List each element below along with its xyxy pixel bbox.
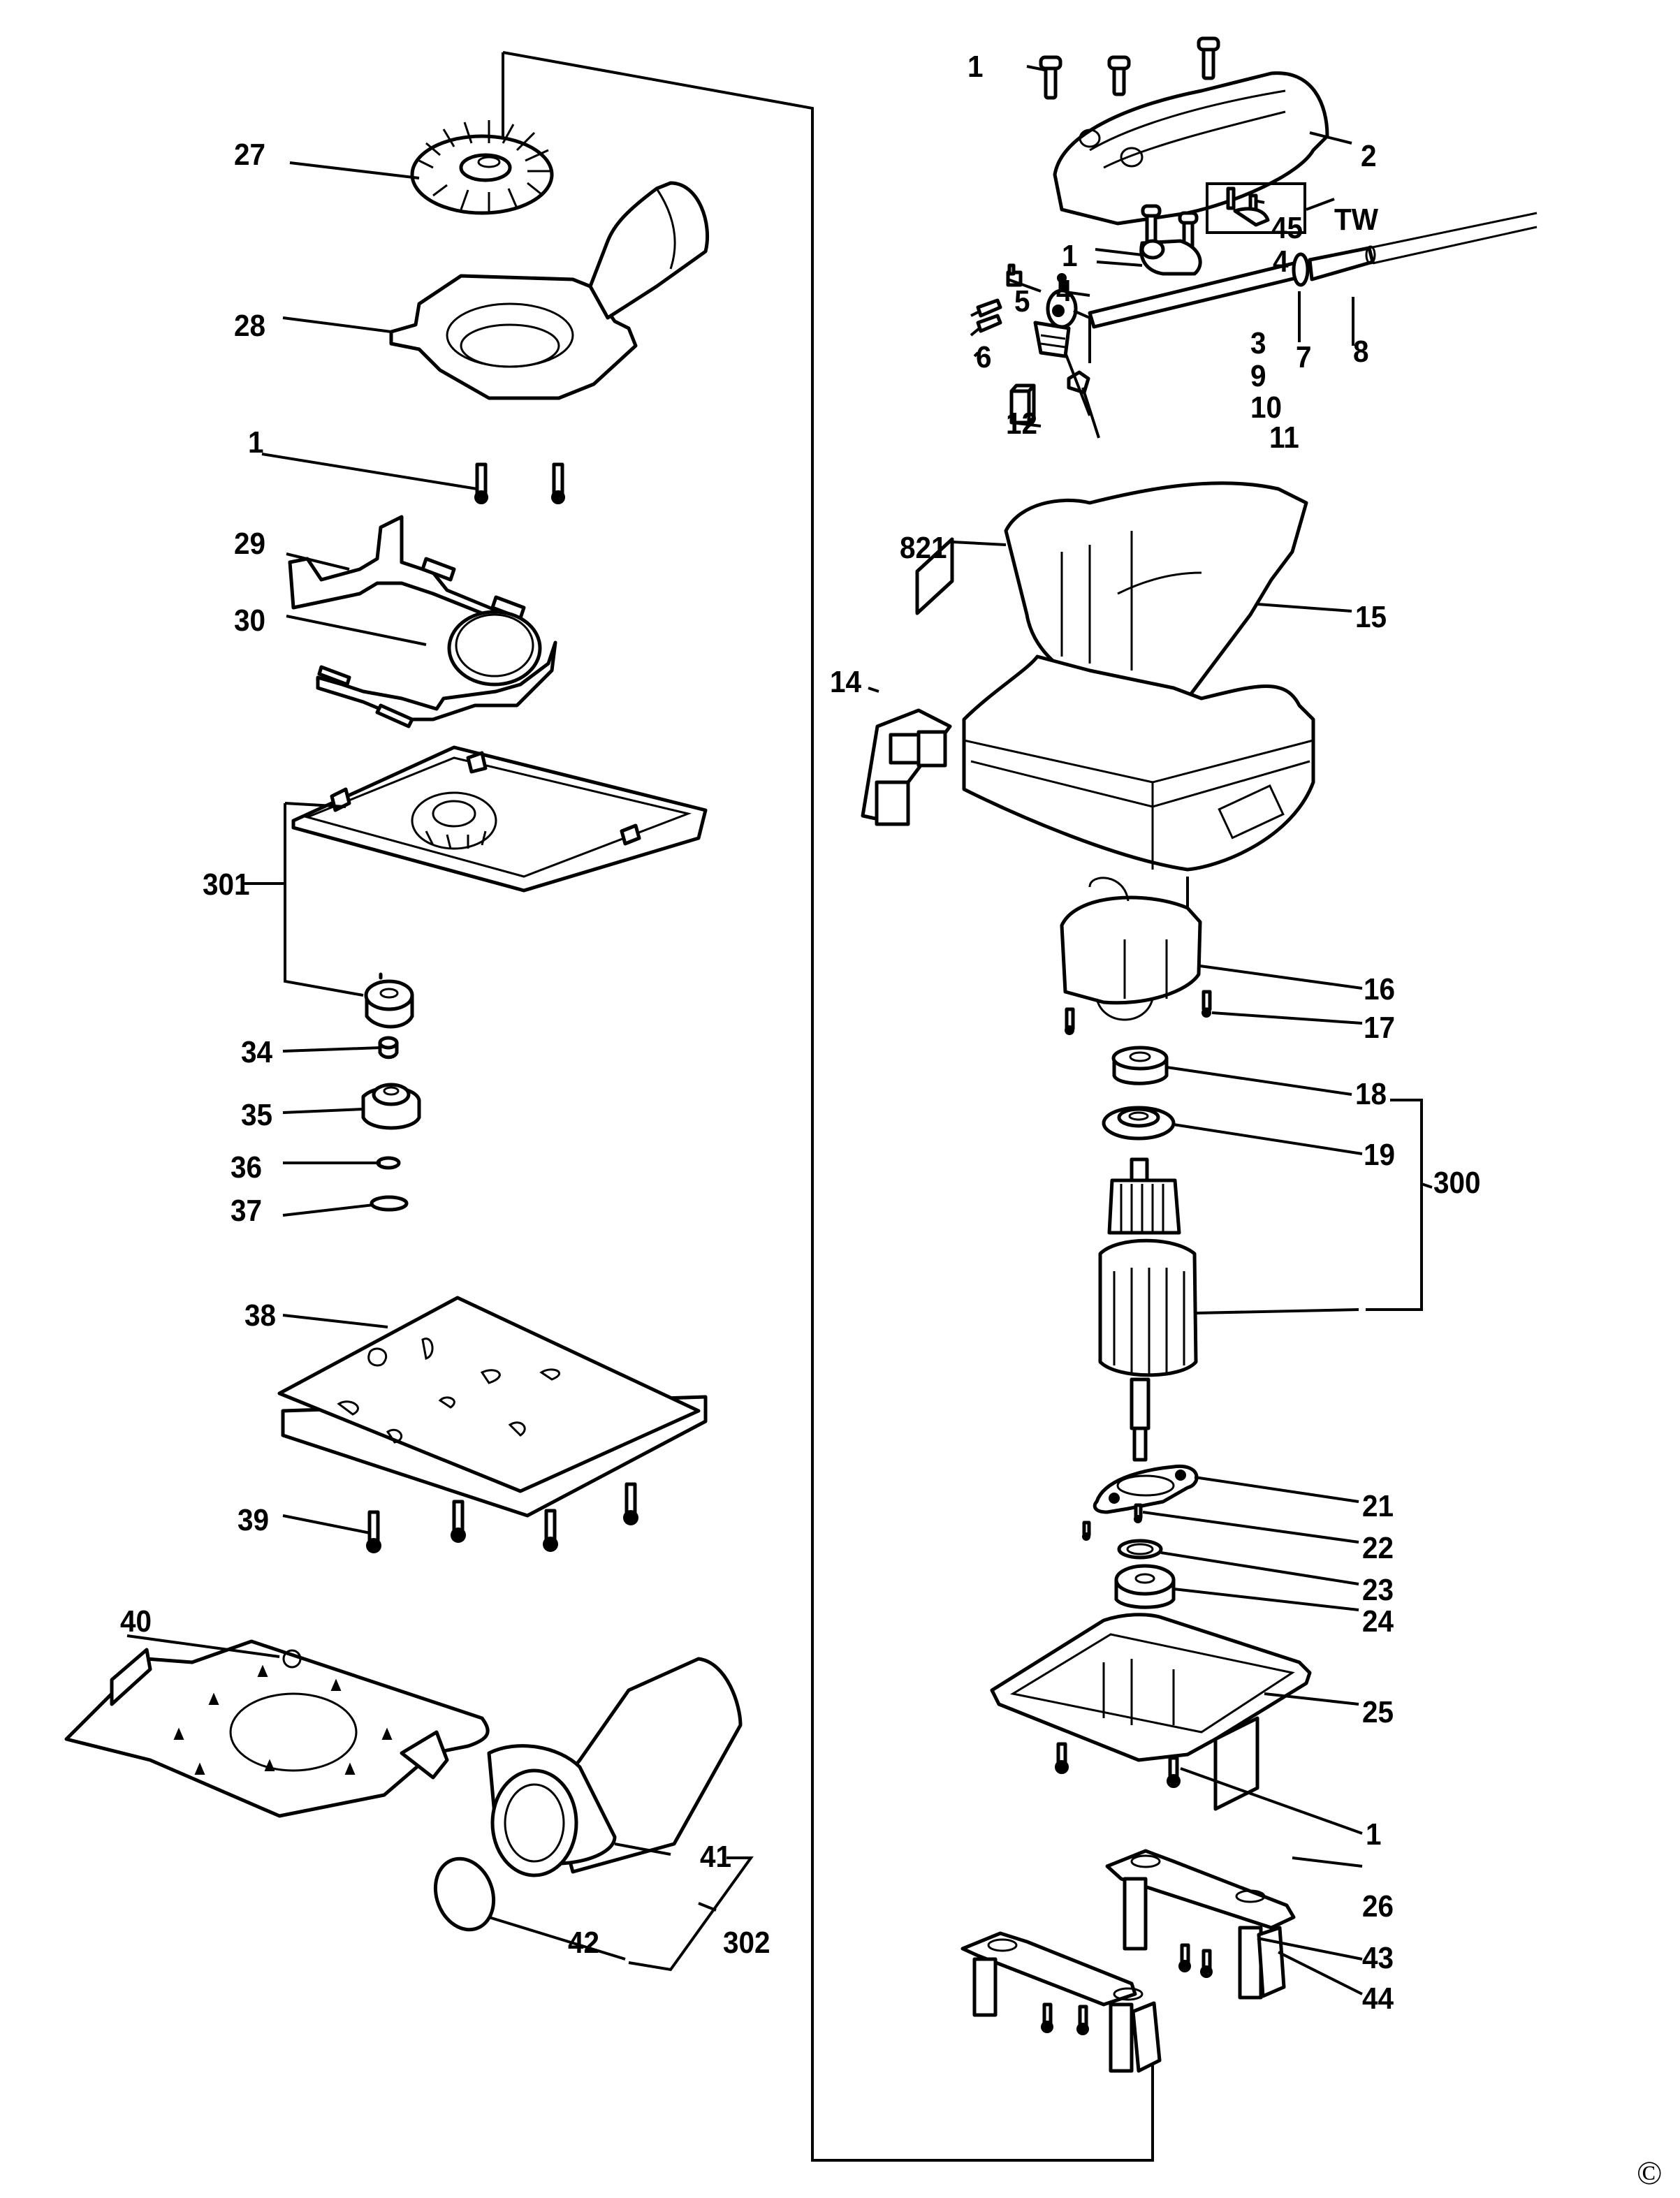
brush-holder-part-10 bbox=[1033, 321, 1071, 358]
dust-bag-assembly-bracket bbox=[628, 1856, 754, 1972]
fan-part-27 bbox=[410, 120, 554, 215]
callout-22: 22 bbox=[1362, 1531, 1394, 1565]
washer-part-23 bbox=[1117, 1539, 1163, 1560]
tw-kit-box bbox=[1206, 182, 1306, 234]
gear-case-part-25 bbox=[990, 1613, 1312, 1811]
armature-part-300 bbox=[1098, 1157, 1198, 1462]
platen-assembly-bracket bbox=[244, 802, 364, 997]
wire-leads-part-6 bbox=[970, 298, 1002, 337]
power-cord-part-8 bbox=[1088, 212, 1537, 329]
callout-30: 30 bbox=[234, 603, 266, 638]
callout-44: 44 bbox=[1362, 1981, 1394, 2016]
bearing-part-18 bbox=[1111, 1046, 1169, 1085]
dust-bag-part-41 bbox=[487, 1657, 743, 1877]
callout-19: 19 bbox=[1364, 1138, 1396, 1172]
callout-29: 29 bbox=[234, 527, 266, 561]
o-ring-part-37 bbox=[370, 1195, 409, 1212]
foot-part-26 bbox=[960, 1849, 1296, 2073]
callout-9: 9 bbox=[1250, 359, 1266, 393]
punch-plate-part-40 bbox=[64, 1639, 490, 1818]
platen-bearing bbox=[364, 979, 414, 1029]
callout-43: 43 bbox=[1362, 1941, 1394, 1975]
screw-part-22 bbox=[1082, 1503, 1143, 1541]
leader-lines bbox=[126, 65, 1363, 1995]
switch-part-14 bbox=[861, 708, 952, 826]
bearing-part-24 bbox=[1114, 1564, 1176, 1609]
callout-34: 34 bbox=[241, 1035, 273, 1069]
callout-1-top: 1 bbox=[967, 50, 984, 84]
callout-24: 24 bbox=[1362, 1604, 1394, 1639]
callout-26: 26 bbox=[1362, 1889, 1394, 1924]
callout-25: 25 bbox=[1362, 1695, 1394, 1729]
callout-301: 301 bbox=[203, 867, 250, 902]
callout-tw: TW bbox=[1334, 203, 1378, 237]
platen-part-301 bbox=[291, 745, 708, 893]
cord-clamp-part-4 bbox=[1139, 239, 1202, 276]
callout-42: 42 bbox=[568, 1926, 600, 1960]
callout-6: 6 bbox=[976, 340, 992, 374]
seal-part-42 bbox=[433, 1856, 496, 1932]
callout-7: 7 bbox=[1296, 340, 1312, 374]
washer-part-36 bbox=[376, 1156, 401, 1170]
top-cover-part-2 bbox=[1053, 71, 1329, 226]
motor-housing-part-15 bbox=[962, 481, 1315, 872]
callout-1-b: 1 bbox=[1062, 239, 1078, 273]
callout-35: 35 bbox=[241, 1098, 273, 1132]
copyright-symbol: © bbox=[1637, 2155, 1663, 2192]
callout-11: 11 bbox=[1269, 420, 1299, 455]
callout-28: 28 bbox=[234, 309, 266, 343]
bushing-part-34 bbox=[378, 972, 399, 1060]
callout-3: 3 bbox=[1250, 326, 1266, 360]
screw-part-39 bbox=[366, 1482, 638, 1553]
screw-part-1-top bbox=[1039, 36, 1220, 100]
bearing-housing-part-19 bbox=[1102, 1106, 1176, 1141]
field-part-16 bbox=[1060, 877, 1202, 1021]
armature-assembly-bracket bbox=[1366, 1099, 1433, 1311]
callout-2: 2 bbox=[1361, 139, 1377, 173]
callout-15: 15 bbox=[1355, 600, 1387, 634]
callout-37: 37 bbox=[231, 1194, 263, 1228]
callout-16: 16 bbox=[1364, 972, 1396, 1006]
callout-36: 36 bbox=[231, 1150, 263, 1185]
callout-27: 27 bbox=[234, 138, 266, 172]
suppressor-part-9 bbox=[1046, 288, 1078, 329]
callout-17: 17 bbox=[1364, 1011, 1396, 1045]
callout-21: 21 bbox=[1362, 1489, 1394, 1523]
screw-part-1-d bbox=[474, 462, 565, 504]
label-part-821 bbox=[915, 537, 954, 615]
callout-821: 821 bbox=[900, 531, 947, 565]
callout-8: 8 bbox=[1353, 335, 1369, 369]
callout-5: 5 bbox=[1014, 284, 1030, 318]
callout-1-d: 1 bbox=[248, 425, 264, 460]
dust-shroud-part-28 bbox=[389, 181, 710, 400]
screw-part-43 bbox=[1041, 1943, 1213, 2035]
callout-10: 10 bbox=[1250, 390, 1283, 425]
seal-part-30 bbox=[447, 610, 542, 687]
callout-4-box: 4 bbox=[1273, 244, 1289, 279]
callout-40: 40 bbox=[120, 1604, 152, 1639]
callout-300: 300 bbox=[1433, 1166, 1481, 1200]
bearing-plate-part-21 bbox=[1093, 1464, 1199, 1514]
callout-14: 14 bbox=[830, 665, 862, 699]
counterweight-part-35 bbox=[361, 1083, 421, 1130]
callout-39: 39 bbox=[238, 1503, 270, 1537]
callout-38: 38 bbox=[244, 1298, 277, 1333]
callout-45: 45 bbox=[1271, 211, 1303, 245]
callout-41: 41 bbox=[700, 1840, 732, 1874]
screw-part-17 bbox=[1065, 990, 1212, 1035]
screw-part-1-b bbox=[1141, 204, 1199, 250]
callout-18: 18 bbox=[1355, 1077, 1387, 1111]
callout-302: 302 bbox=[723, 1926, 770, 1960]
callout-12: 12 bbox=[1006, 406, 1038, 441]
callout-1-c: 1 bbox=[1366, 1817, 1382, 1852]
callout-23: 23 bbox=[1362, 1573, 1394, 1607]
screw-part-1-c bbox=[1055, 1742, 1181, 1788]
callout-4: 4 bbox=[1056, 274, 1072, 308]
pad-part-38 bbox=[277, 1296, 708, 1518]
